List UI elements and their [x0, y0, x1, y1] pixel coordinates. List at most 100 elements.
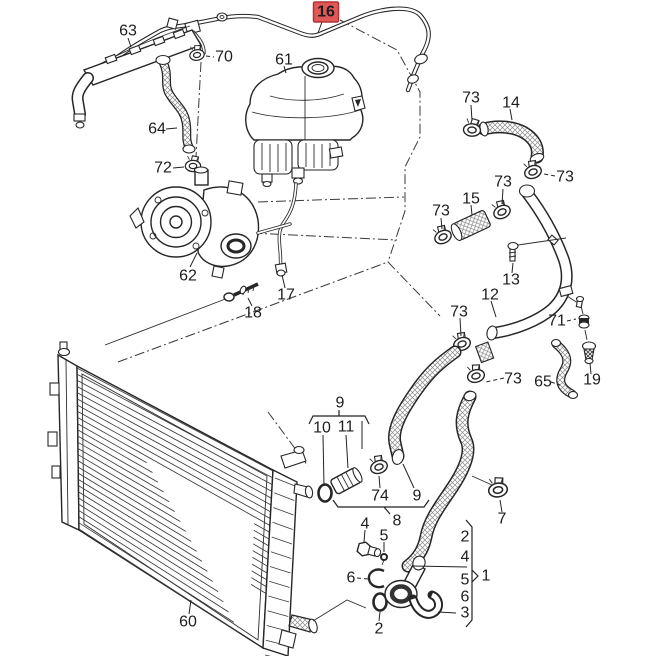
svg-text:73: 73 — [432, 203, 450, 220]
svg-text:62: 62 — [179, 268, 197, 285]
part-label-74[interactable]: 74 — [371, 488, 389, 505]
upper-hose-14 — [477, 108, 545, 164]
svg-text:63: 63 — [119, 23, 137, 40]
svg-text:7: 7 — [498, 511, 507, 528]
svg-text:6: 6 — [461, 589, 470, 606]
clip-5 — [380, 553, 388, 566]
svg-text:6: 6 — [347, 570, 356, 587]
part-label-73[interactable]: 73 — [462, 90, 480, 107]
part-label-1[interactable]: 1 — [482, 568, 491, 585]
svg-text:73: 73 — [450, 304, 468, 321]
part-label-5[interactable]: 5 — [380, 528, 389, 545]
svg-text:3: 3 — [461, 605, 470, 622]
part-label-73[interactable]: 73 — [494, 174, 512, 191]
part-label-2[interactable]: 2 — [461, 529, 470, 546]
svg-text:74: 74 — [371, 488, 389, 505]
svg-text:72: 72 — [154, 160, 172, 177]
svg-text:1: 1 — [482, 568, 491, 585]
o-ring-10 — [317, 483, 333, 503]
part-label-63[interactable]: 63 — [119, 23, 137, 40]
part-label-61[interactable]: 61 — [275, 52, 293, 69]
pipe-fitting — [166, 17, 179, 30]
part-label-73[interactable]: 73 — [432, 203, 450, 220]
part-label-3[interactable]: 3 — [461, 605, 470, 622]
clamp-70 — [187, 43, 215, 63]
lower-hose-to-thermostat — [401, 390, 477, 573]
svg-text:73: 73 — [494, 174, 512, 191]
part-label-9[interactable]: 9 — [413, 488, 422, 505]
svg-text:71: 71 — [548, 313, 566, 330]
group-1-bracket — [411, 519, 479, 628]
part-label-65[interactable]: 65 — [534, 374, 552, 391]
part-label-6[interactable]: 6 — [347, 570, 356, 587]
svg-text:2: 2 — [461, 529, 470, 546]
svg-text:9: 9 — [336, 395, 345, 412]
svg-text:5: 5 — [380, 528, 389, 545]
part-label-8[interactable]: 8 — [393, 513, 402, 530]
radiator-tank-ribs — [264, 477, 296, 656]
part-label-17[interactable]: 17 — [277, 287, 295, 304]
pin-71-grommet — [566, 295, 590, 329]
part-label-6[interactable]: 6 — [461, 589, 470, 606]
part-label-19[interactable]: 19 — [583, 372, 601, 389]
svg-text:17: 17 — [277, 287, 295, 304]
radiator-mount-pin — [57, 341, 71, 357]
svg-text:14: 14 — [502, 95, 520, 112]
clamp-72 — [172, 155, 202, 173]
svg-text:8: 8 — [393, 513, 402, 530]
part-label-10[interactable]: 10 — [313, 420, 331, 437]
radiator — [47, 341, 318, 656]
part-label-16[interactable]: 16 — [312, 1, 340, 23]
radiator-fins — [76, 367, 274, 633]
o-ring-2 — [372, 592, 388, 612]
svg-text:16: 16 — [317, 4, 335, 21]
svg-text:11: 11 — [338, 419, 355, 436]
part-label-15[interactable]: 15 — [462, 191, 480, 208]
svg-text:73: 73 — [504, 371, 522, 388]
part-label-73[interactable]: 73 — [556, 169, 574, 186]
connector-15 — [450, 204, 491, 242]
filler-cap — [301, 57, 335, 79]
part-label-5[interactable]: 5 — [461, 572, 470, 589]
svg-text:12: 12 — [481, 287, 499, 304]
retaining-clip-6 — [367, 568, 385, 589]
svg-text:70: 70 — [215, 49, 233, 66]
part-label-73[interactable]: 73 — [450, 304, 468, 321]
part-label-70[interactable]: 70 — [215, 49, 233, 66]
part-label-13[interactable]: 13 — [502, 272, 520, 289]
svg-text:61: 61 — [275, 52, 293, 69]
part-label-64[interactable]: 64 — [148, 121, 166, 138]
pipe-17 — [256, 182, 298, 289]
radiator-upper-outlet — [293, 483, 314, 499]
part-label-9[interactable]: 9 — [336, 395, 345, 412]
vent-pipe-assembly — [71, 25, 203, 129]
part-label-14[interactable]: 14 — [502, 95, 520, 112]
clamp-7 — [471, 475, 510, 513]
part-label-62[interactable]: 62 — [179, 268, 197, 285]
clamps-73 — [429, 104, 556, 385]
part-label-4[interactable]: 4 — [361, 516, 370, 533]
expansion-tank — [245, 57, 366, 188]
svg-text:18: 18 — [244, 305, 262, 322]
svg-text:5: 5 — [461, 572, 470, 589]
part-label-11[interactable]: 11 — [338, 419, 355, 436]
part-label-73[interactable]: 73 — [504, 371, 522, 388]
part-label-12[interactable]: 12 — [481, 287, 499, 304]
svg-text:19: 19 — [583, 372, 601, 389]
svg-text:10: 10 — [313, 420, 331, 437]
part-label-71[interactable]: 71 — [548, 313, 566, 330]
svg-text:73: 73 — [556, 169, 574, 186]
svg-text:60: 60 — [179, 614, 197, 631]
part-label-60[interactable]: 60 — [179, 614, 197, 631]
vent-hose-64 — [155, 54, 196, 154]
part-label-4[interactable]: 4 — [461, 549, 470, 566]
part-label-2[interactable]: 2 — [375, 621, 384, 638]
grommet-19 — [581, 341, 597, 375]
part-label-72[interactable]: 72 — [154, 160, 172, 177]
sensor-plug-4 — [356, 541, 382, 558]
part-label-18[interactable]: 18 — [244, 305, 262, 322]
radiator-lower-outlet — [278, 614, 318, 649]
part-label-7[interactable]: 7 — [498, 511, 507, 528]
